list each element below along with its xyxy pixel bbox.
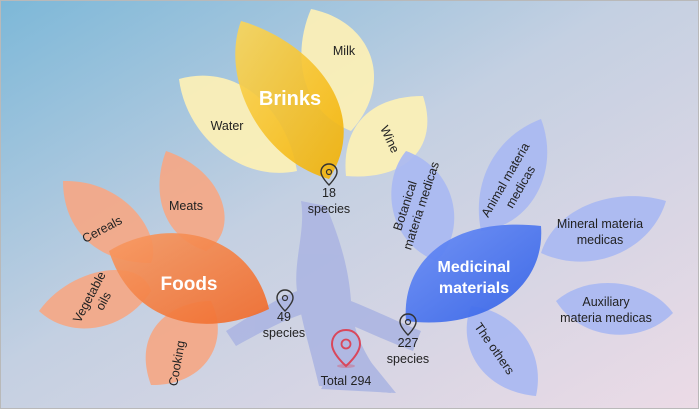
drinks-title: Brinks [259, 88, 321, 110]
medicinal-title-line2: materials [439, 280, 509, 297]
meats-leaf [159, 151, 225, 251]
vegetable-oils-leaf [39, 269, 151, 329]
location-marker-icon [330, 328, 362, 368]
auxiliary-leaf [556, 283, 673, 335]
medicinal-item-auxiliary-l1: Auxiliary [582, 295, 630, 309]
medicinal-title-line1: Medicinal [438, 259, 511, 276]
medicinal-group: Medicinal materials Botanical materia me… [387, 119, 673, 396]
drinks-item-milk: Milk [333, 44, 356, 58]
foods-title: Foods [161, 274, 218, 295]
foods-group: Foods Cereals Meats Vegetable oils Cooki… [39, 151, 305, 387]
water-leaf [179, 75, 297, 173]
foods-main-leaf [109, 233, 269, 324]
total-group: Total 294 [321, 328, 372, 388]
botanical-leaf [391, 151, 455, 261]
medicinal-pin-icon [399, 313, 417, 336]
drinks-main-leaf [235, 21, 344, 179]
medicinal-count-value: 227 [398, 336, 419, 350]
medicinal-main-leaf [405, 224, 542, 323]
tree-trunk [226, 201, 421, 393]
medicinal-item-auxiliary-l2: materia medicas [560, 311, 652, 325]
drinks-pin-icon [320, 163, 338, 186]
foods-pin-icon [276, 289, 294, 312]
drinks-item-water: Water [211, 119, 244, 133]
mineral-leaf [541, 196, 666, 262]
medicinal-count-unit: species [387, 352, 429, 366]
drinks-count-unit: species [308, 202, 350, 216]
foods-item-meats: Meats [169, 199, 203, 213]
drinks-count-value: 18 [322, 186, 336, 200]
animal-leaf [478, 119, 548, 231]
others-leaf [466, 306, 538, 396]
medicinal-item-mineral-l2: medicas [577, 233, 624, 247]
foods-count-unit: species [263, 326, 305, 340]
total-label: Total 294 [321, 374, 372, 388]
medicinal-item-mineral-l1: Mineral materia [557, 217, 643, 231]
foods-count-value: 49 [277, 310, 291, 324]
